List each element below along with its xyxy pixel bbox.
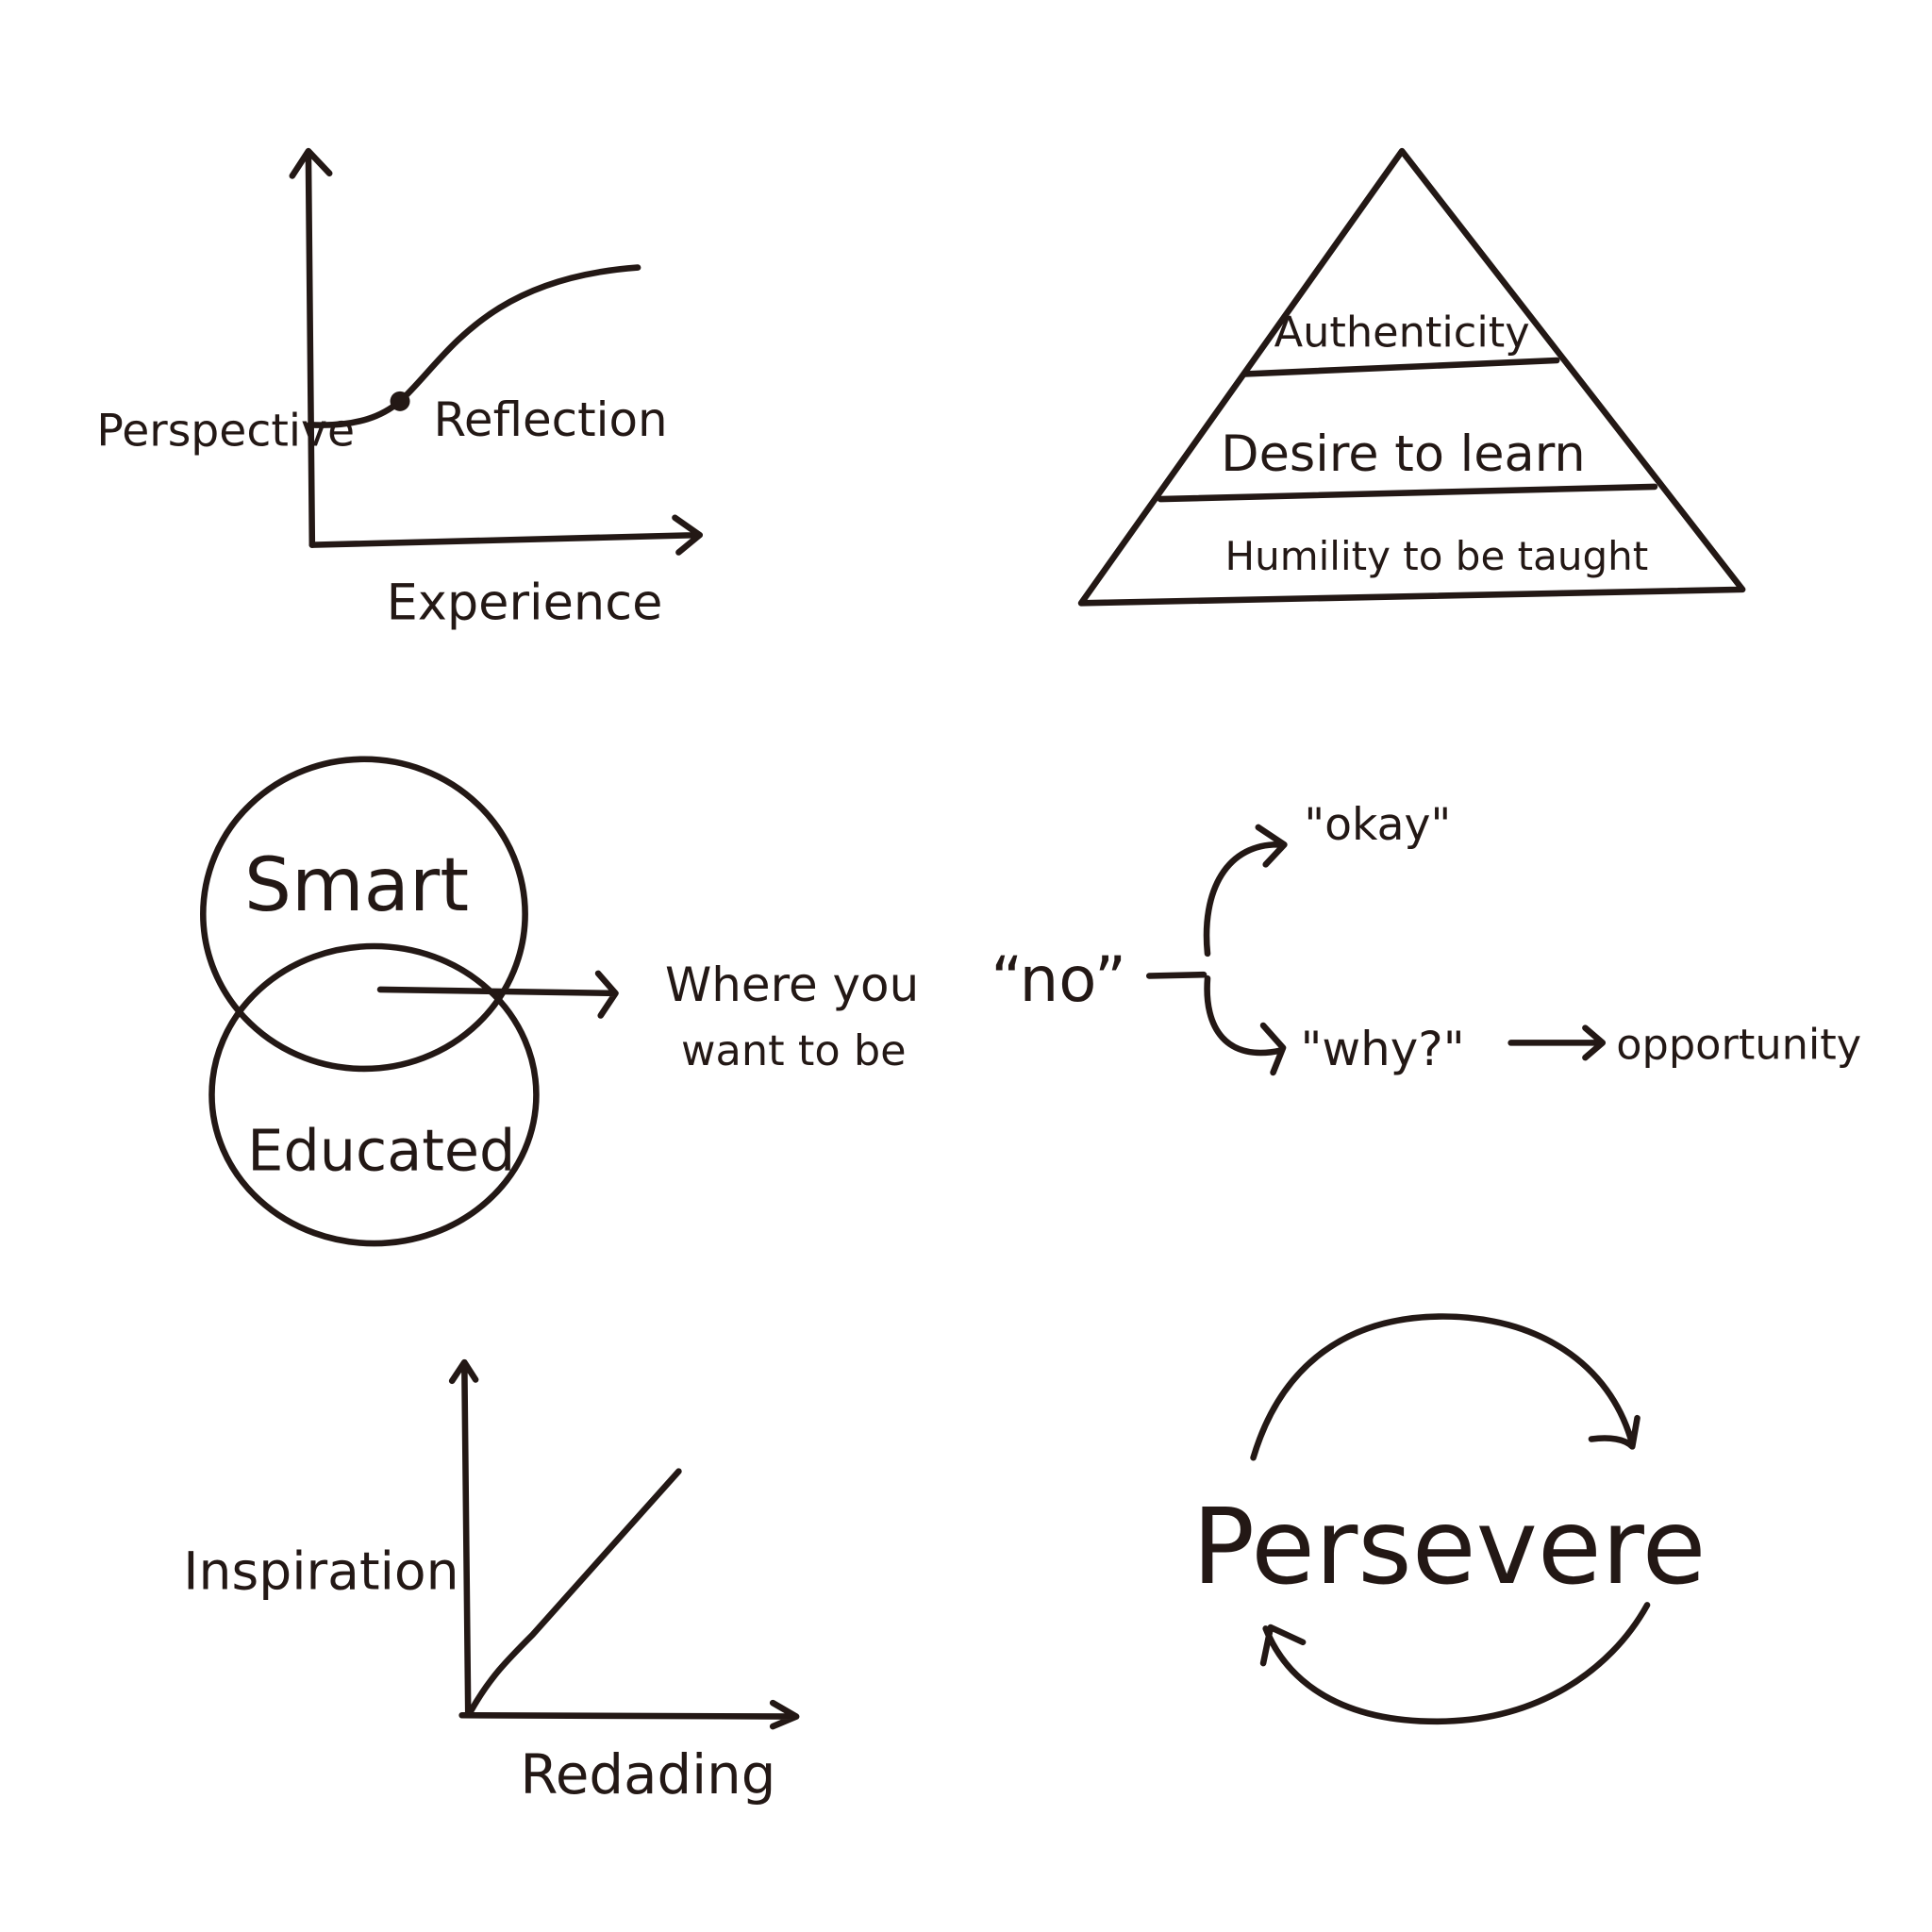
x-axis	[308, 514, 704, 556]
opportunity-label: opportunity	[1616, 1020, 1861, 1069]
pyramid-level-top: Authenticity	[1274, 308, 1530, 358]
y-axis-label: Perspective	[96, 406, 355, 458]
pyramid-level-bottom: Humility to be taught	[1225, 533, 1649, 579]
s-curve	[306, 264, 641, 428]
pyramid-divider-top	[1241, 357, 1560, 377]
no-label: “no”	[991, 944, 1126, 1016]
venn-circle-educated	[208, 942, 540, 1247]
venn-circle-smart	[200, 756, 528, 1073]
cycle-arrow-top	[1250, 1313, 1641, 1461]
why-label: "why?"	[1300, 1022, 1464, 1076]
pyramid-level-middle: Desire to learn	[1221, 425, 1585, 483]
persevere-cycle: Persevere	[1192, 1313, 1707, 1725]
y-axis-label: Inspiration	[183, 1541, 458, 1602]
venn-arrow	[376, 970, 619, 1019]
pyramid-diagram: Authenticity Desire to learn Humility to…	[1077, 147, 1746, 607]
reflection-point	[390, 391, 410, 411]
cycle-label: Persevere	[1192, 1488, 1707, 1608]
venn-label-educated: Educated	[247, 1119, 515, 1185]
x-axis-label: Experience	[387, 574, 663, 631]
pyramid-outline	[1077, 147, 1746, 607]
venn-diagram: Smart Educated Where you want to be	[200, 756, 919, 1247]
target-label-line1: Where you	[665, 958, 919, 1012]
pyramid-divider-bottom	[1157, 483, 1658, 503]
trend-line	[467, 1468, 682, 1715]
x-axis	[458, 1699, 800, 1730]
x-axis-label: Redading	[520, 1742, 775, 1807]
cycle-arrow-bottom	[1259, 1602, 1651, 1725]
reading-inspiration-chart: Inspiration Redading	[183, 1358, 800, 1807]
no-flow-diagram: “no” "okay" "why?" opportunity	[991, 799, 1861, 1076]
target-label-line2: want to be	[681, 1026, 907, 1075]
point-label: Reflection	[433, 392, 667, 447]
experience-curve-chart: Perspective Experience Reflection	[96, 147, 704, 631]
y-axis	[289, 147, 333, 548]
venn-label-smart: Smart	[244, 841, 469, 928]
y-axis	[448, 1358, 479, 1719]
opportunity-arrow	[1507, 1024, 1607, 1061]
branch-bracket	[1146, 824, 1288, 1076]
okay-label: "okay"	[1304, 799, 1451, 851]
